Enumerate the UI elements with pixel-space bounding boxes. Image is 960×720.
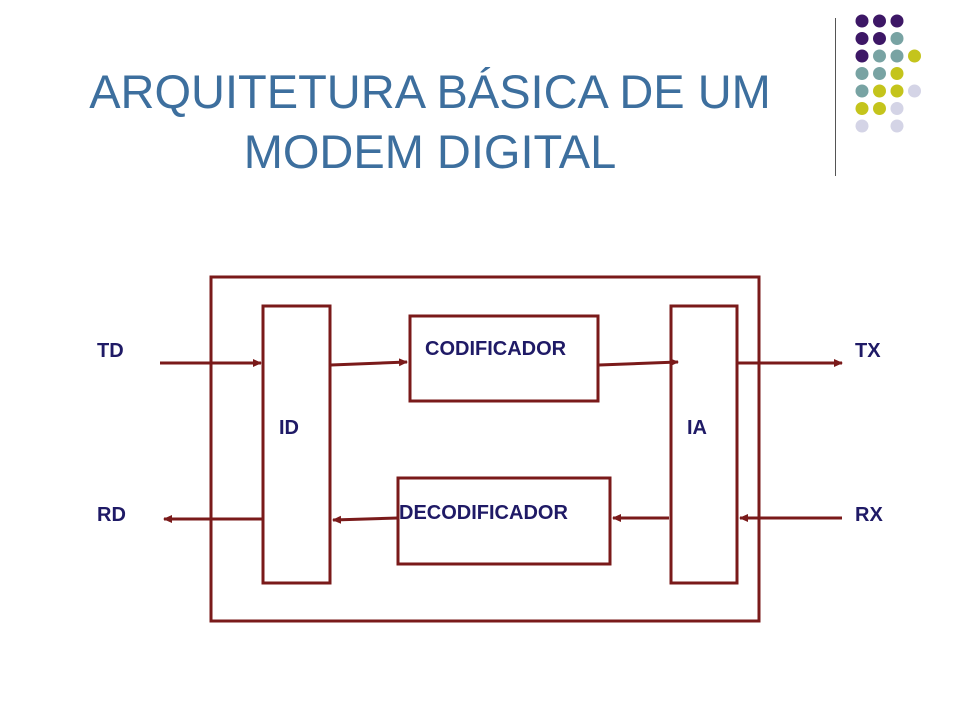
- header-divider: [835, 18, 836, 176]
- label-tx: TX: [855, 340, 881, 362]
- label-td: TD: [97, 340, 124, 362]
- decorative-dot: [873, 102, 886, 115]
- decorative-dot: [908, 84, 921, 98]
- title-line-2: MODEM DIGITAL: [243, 125, 617, 178]
- decorative-dot-grid: [855, 14, 921, 133]
- decorative-dot: [873, 32, 886, 45]
- decorative-dot: [890, 119, 904, 133]
- id-block: [261, 304, 332, 585]
- codificador-block: [408, 314, 600, 403]
- decorative-dot: [855, 49, 869, 63]
- modem-enclosure: [209, 275, 761, 623]
- ia-block: [669, 304, 739, 585]
- label-id: ID: [279, 417, 299, 439]
- decodificador-block: [396, 476, 612, 566]
- label-ia: IA: [687, 417, 707, 439]
- decorative-dot: [855, 119, 869, 133]
- label-rd: RD: [97, 504, 126, 526]
- decorative-dot: [908, 49, 921, 63]
- decorative-dot: [855, 102, 869, 115]
- decorative-dot: [855, 14, 869, 28]
- decorative-dot: [890, 84, 904, 98]
- decorative-dot: [873, 14, 886, 28]
- arrow-id-to-codificador: [330, 358, 408, 367]
- decorative-dot: [855, 67, 869, 80]
- decorative-dot: [890, 32, 904, 45]
- label-codificador: CODIFICADOR: [425, 338, 567, 360]
- decorative-dot: [890, 102, 904, 115]
- arrow-decodificador-to-id: [332, 515, 399, 524]
- decorative-dot: [855, 32, 869, 45]
- decorative-dot: [873, 67, 886, 80]
- decorative-dot: [873, 49, 886, 63]
- decorative-dot: [890, 49, 904, 63]
- arrow-codificador-to-ia: [598, 358, 679, 367]
- label-decodificador: DECODIFICADOR: [399, 502, 568, 524]
- slide-title: ARQUITETURA BÁSICA DE UM MODEM DIGITAL: [30, 62, 830, 182]
- decorative-dot: [890, 14, 904, 28]
- decorative-dot: [873, 84, 886, 98]
- decorative-dot: [855, 84, 869, 98]
- label-rx: RX: [855, 504, 883, 526]
- title-line-1: ARQUITETURA BÁSICA DE UM: [89, 65, 771, 118]
- decorative-dot: [890, 67, 904, 80]
